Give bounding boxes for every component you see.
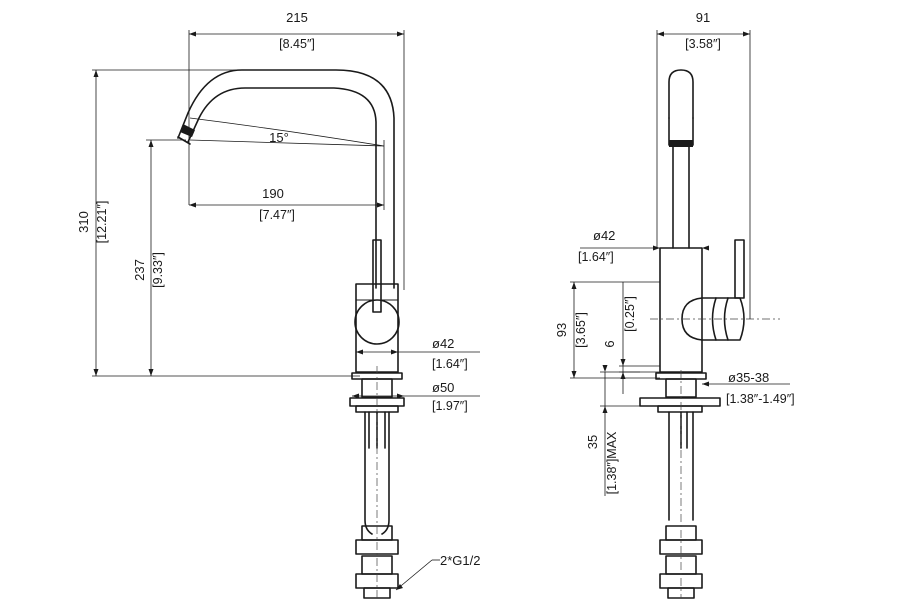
aerator-ring — [180, 124, 195, 137]
hose-right — [381, 411, 390, 535]
lever-handle — [372, 239, 382, 313]
cartridge-knob — [354, 299, 400, 345]
side-lever — [734, 239, 745, 299]
dim-width-mm: 215 — [286, 10, 308, 25]
side-dim-hole-dia-mm: ø35-38 — [728, 370, 769, 385]
side-handle-hub — [681, 297, 745, 341]
dim-reach-in: [7.47″] — [259, 208, 295, 222]
side-dim-body-dia-in: [1.64″] — [578, 250, 614, 264]
dim-depth-in: [3.58″] — [685, 37, 721, 51]
dim-body-dia-in: [1.64″] — [432, 357, 468, 371]
aerator — [177, 136, 191, 145]
side-dim-deck-max-mm: 35 — [585, 435, 600, 449]
dim-base-dia-in: [1.97″] — [432, 399, 468, 413]
dim-spout-height-in: [9.33″] — [151, 252, 165, 288]
side-dim-body-dia-mm: ø42 — [593, 228, 615, 243]
side-dim-offset-in: [0.25″] — [623, 296, 637, 332]
dim-height-in: [12.21″] — [95, 201, 109, 244]
faucet-body — [355, 283, 399, 373]
side-spout — [668, 69, 694, 119]
dim-width-in: [8.45″] — [279, 37, 315, 51]
dim-base-dia-mm: ø50 — [432, 380, 454, 395]
angle-arc — [189, 117, 385, 147]
side-washer — [639, 397, 721, 407]
side-view: 91 [3.58″] ø42 [1.64″] 93 [3.65″] [0.25″… — [554, 10, 795, 599]
dim-angle: 15° — [269, 130, 289, 145]
connection-label: 2*G1/2 — [440, 553, 480, 568]
dim-body-dia-mm: ø42 — [432, 336, 454, 351]
side-body — [659, 247, 703, 373]
side-dim-deck-max-in: [1.38″]MAX — [605, 431, 619, 494]
hose-left — [364, 411, 373, 535]
side-dim-handle-height-mm: 93 — [554, 323, 569, 337]
spout-outline — [177, 69, 395, 289]
dim-reach-mm: 190 — [262, 186, 284, 201]
side-dim-offset-mm: 6 — [602, 340, 617, 347]
dim-height-mm: 310 — [76, 211, 91, 233]
spout-inner-outline — [187, 87, 377, 289]
front-view: 215 [8.45″] 310 [12.21″] 237 [9.33″] 190… — [76, 10, 480, 599]
side-dim-hole-dia-in: [1.38″-1.49″] — [726, 392, 795, 406]
side-dim-handle-height-in: [3.65″] — [574, 312, 588, 348]
dim-spout-height-mm: 237 — [132, 259, 147, 281]
side-aerator — [669, 140, 693, 147]
dim-depth-mm: 91 — [696, 10, 710, 25]
